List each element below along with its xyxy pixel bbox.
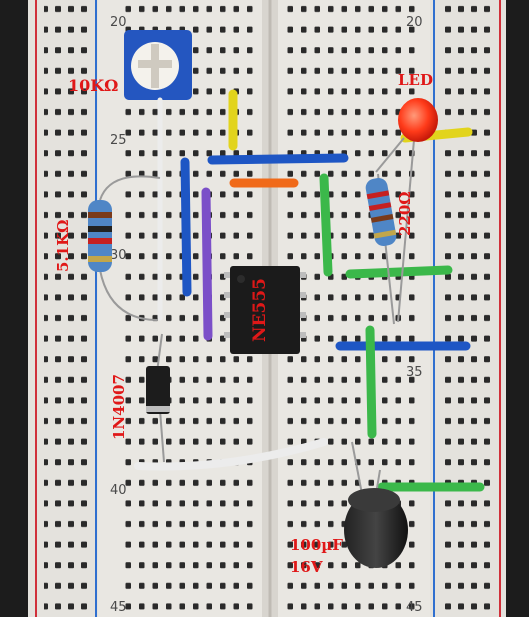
label-potentiometer: 10KΩ xyxy=(68,76,119,95)
label-resistor-5k1: 5.1KΩ xyxy=(54,219,72,273)
row-number-45-right: 45 xyxy=(406,600,423,615)
wire-purple xyxy=(201,187,213,341)
row-number-40-left: 40 xyxy=(110,483,127,498)
row-number-30-left: 30 xyxy=(110,248,127,263)
resistor-220 xyxy=(365,173,397,325)
wire-white-bottom xyxy=(134,438,328,471)
row-number-25-left: 25 xyxy=(110,133,127,148)
potentiometer xyxy=(124,30,192,321)
row-number-35-right: 35 xyxy=(406,365,423,380)
row-number-45-left: 45 xyxy=(110,600,127,615)
led xyxy=(375,98,438,323)
wire-blue-long-horizontal xyxy=(207,153,349,165)
label-led: LED xyxy=(398,71,433,89)
row-number-20-left: 20 xyxy=(110,15,127,30)
label-capacitor-voltage: 16V xyxy=(290,558,323,576)
right-rail-holes xyxy=(442,0,494,617)
capacitor-100uf xyxy=(344,441,408,568)
wire-blue-vertical-left xyxy=(180,157,192,297)
wire-green-vertical-lower xyxy=(365,325,377,439)
label-capacitor-value: 100µF xyxy=(290,536,343,554)
ne555-chip xyxy=(224,266,306,354)
left-rail-holes xyxy=(44,0,92,617)
label-chip-ne555: NE555 xyxy=(250,278,270,342)
resistor-5k1 xyxy=(88,175,161,321)
diode-1n4007 xyxy=(146,333,170,463)
wire-green-horizontal-mid xyxy=(345,265,453,279)
row-number-20-right: 20 xyxy=(406,15,423,30)
label-diode: 1N4007 xyxy=(110,374,128,440)
label-resistor-220: 220Ω xyxy=(396,191,414,236)
wire-green-vertical-top xyxy=(319,173,333,277)
